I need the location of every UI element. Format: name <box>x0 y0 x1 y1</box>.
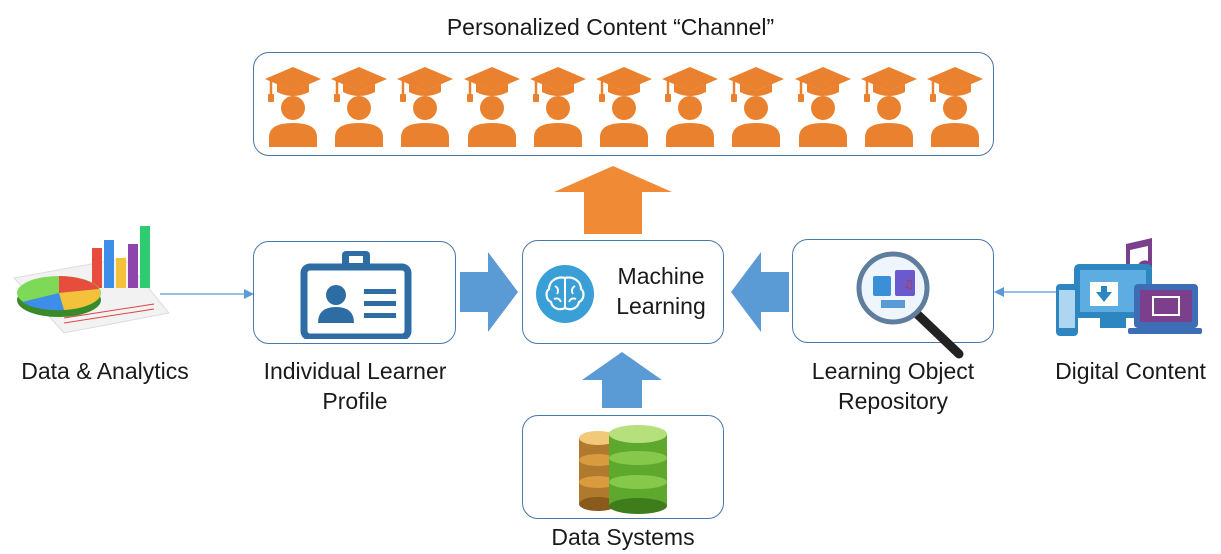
brain-icon <box>536 265 594 323</box>
blue-arrow-up <box>582 352 662 408</box>
learning-object-repository-label-line1: Learning Object <box>811 358 975 384</box>
graduate-icon <box>926 67 983 147</box>
database-icon <box>579 425 667 514</box>
graduate-icon <box>463 67 520 147</box>
machine-learning-label: Machine Learning <box>607 261 715 321</box>
graduate-row <box>264 65 984 147</box>
learner-profile-label-line2: Profile <box>322 388 388 414</box>
graduate-icon <box>794 67 851 147</box>
graduate-icon <box>529 67 586 147</box>
learning-object-repository-box: ♫ <box>792 239 994 359</box>
data-systems-box <box>522 415 724 519</box>
graduate-icon <box>331 67 388 147</box>
learner-profile-label-line1: Individual Learner <box>263 358 447 384</box>
data-analytics-label: Data & Analytics <box>21 358 189 384</box>
learner-profile-label: Individual Learner Profile <box>230 356 480 416</box>
digital-content-label: Digital Content <box>1055 358 1206 384</box>
blue-arrow-left <box>731 252 789 332</box>
page-title: Personalized Content “Channel” <box>446 14 775 40</box>
learning-object-repository-label-line2: Repository <box>838 388 948 414</box>
digital-devices-icon <box>1056 238 1202 336</box>
data-systems-label: Data Systems <box>551 524 695 550</box>
machine-learning-label-line1: Machine <box>617 263 705 289</box>
machine-learning-label-line2: Learning <box>616 293 706 319</box>
svg-text:♫: ♫ <box>903 277 914 291</box>
graduate-icon <box>265 67 321 147</box>
graduate-icon <box>595 67 652 147</box>
graduate-icon <box>728 67 785 147</box>
graduate-icon <box>397 67 454 147</box>
learner-profile-box <box>253 241 456 344</box>
blue-arrow-right <box>460 252 518 332</box>
orange-up-arrow <box>554 166 672 234</box>
learning-object-repository-label: Learning Object Repository <box>768 356 1018 416</box>
analytics-chart-icon <box>13 226 170 334</box>
magnifier-icon: ♫ <box>856 251 964 359</box>
id-card-icon <box>300 251 412 339</box>
graduate-icon <box>860 67 917 147</box>
graduate-icon <box>662 67 719 147</box>
machine-learning-box: Machine Learning <box>522 240 724 344</box>
personalized-content-channel-box <box>253 52 994 156</box>
digital-to-repository-connector <box>994 287 1058 297</box>
analytics-to-profile-connector <box>160 289 254 299</box>
